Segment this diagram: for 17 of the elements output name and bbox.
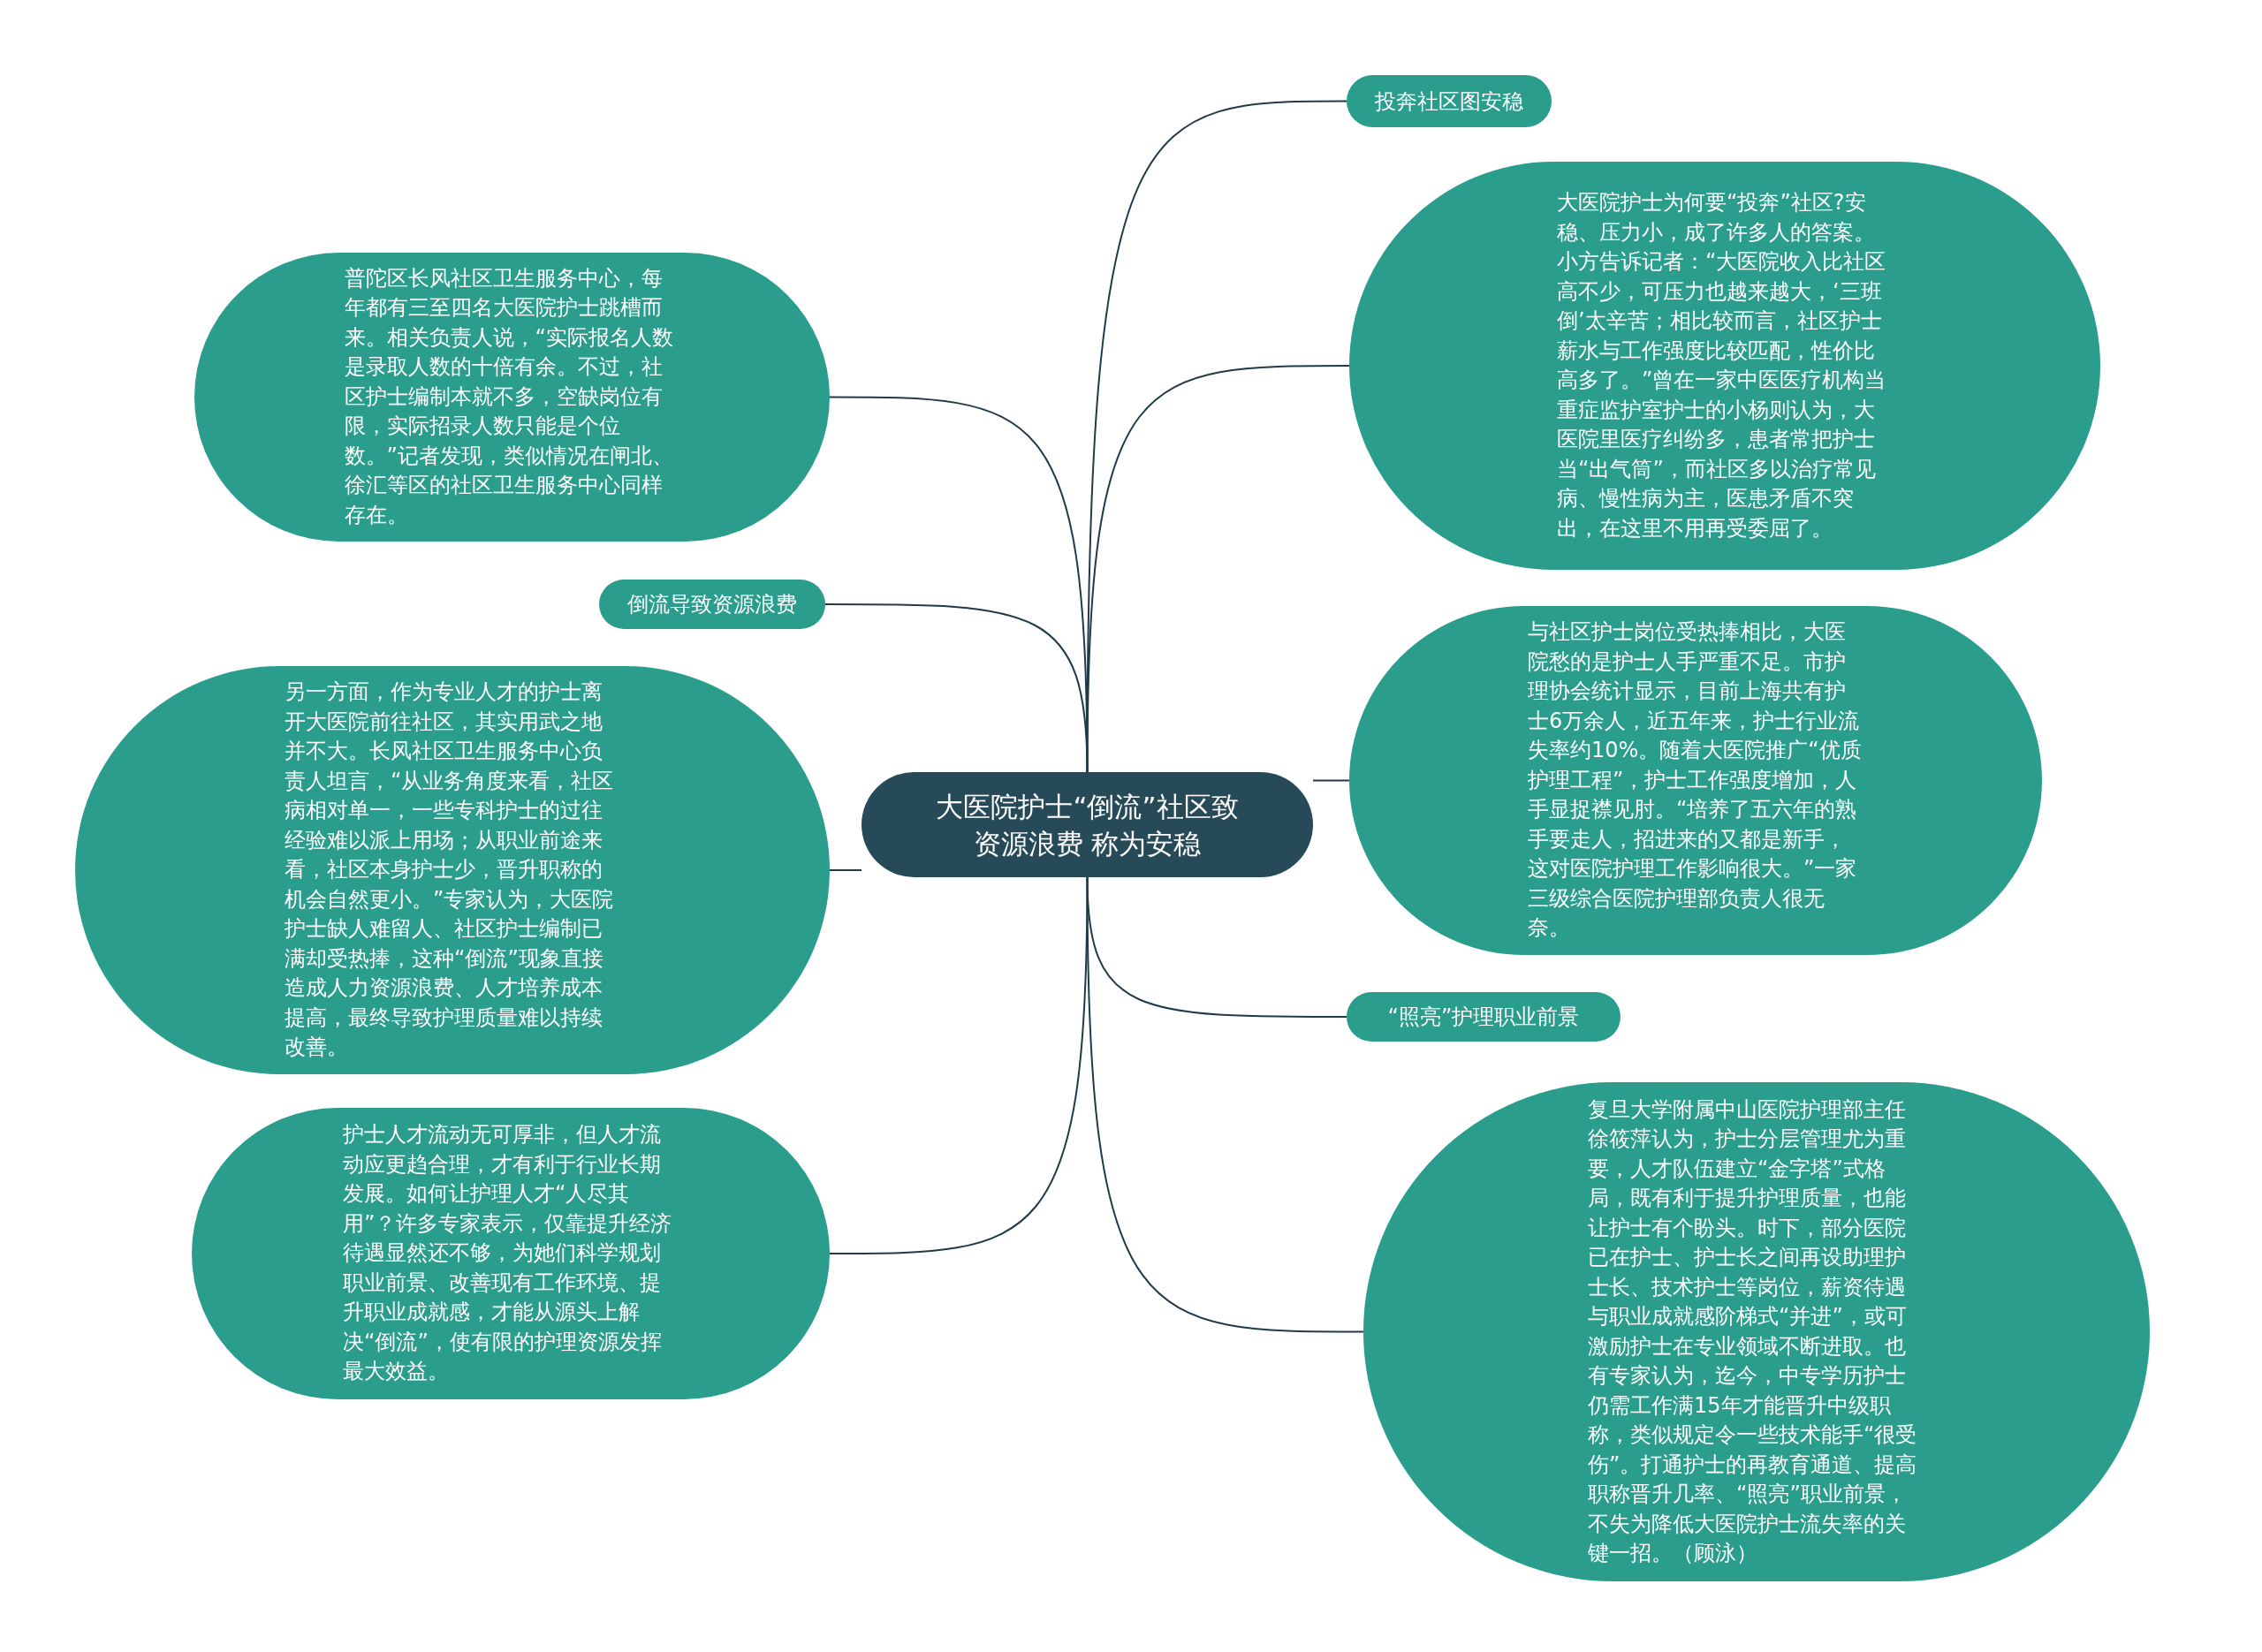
topic-text: 护士人才流动无可厚非，但人才流动应更趋合理，才有利于行业长期发展。如何让护理人才“人尽其用”？许多专家表示，仅靠提升经济待遇显然还不够，为她们科学规划职业前景、改善现有工作环境、提升职业成就感，才能从源头上解决“倒流”，使有限的护理资源发挥最大效益。 xyxy=(343,1121,673,1386)
topic-text: 投奔社区图安稳 xyxy=(1375,87,1523,115)
connector-line xyxy=(1312,779,1350,782)
connector-line xyxy=(1086,876,1364,1333)
topic-text: 倒流导致资源浪费 xyxy=(627,591,797,618)
subtopic-bubble xyxy=(1347,992,1621,1042)
topic-text: “照亮”护理职业前景 xyxy=(1387,1004,1580,1030)
topic-text: 另一方面，作为专业人才的护士离开大医院前往社区，其实用武之地并不大。长风社区卫生服务中心负责人坦言，“从业务角度来看，社区病相对单一，一些专科护士的过往经验难以派上用场；从职业前途来看，社区本身护士少，晋升职称的机会自然更小。”专家认为，大医院护士缺人难留人、社区护士编制已满却受热捧，这种“倒流”现象直接造成人力资源浪费、人才培养成本提高，最终导致护理质量难以持续改善。 xyxy=(285,678,615,1062)
subtopic-bubble xyxy=(599,580,825,629)
topic-text: 与社区护士岗位受热捧相比，大医院愁的是护士人手严重不足。市护理协会统计显示，目前上海共有护士6万余人，近五年来，护士行业流失率约10%。随着大医院推广“优质护理工程”，护士工作强度增加，人手显捉襟见肘。“培养了五六年的熟手要走人，招进来的又都是新手，这对医院护理工作影响很大。”一家三级综合医院护理部负责人很无奈。 xyxy=(1528,618,1863,943)
topic-text: 普陀区长风社区卫生服务中心，每年都有三至四名大医院护士跳槽而来。相关负责人说，“实际报名人数是录取人数的十倍有余。不过，社区护士编制本就不多，空缺岗位有限，实际招录人数只能是个位数。”记者发现，类似情况在闸北、徐汇等区的社区卫生服务中心同样存在。 xyxy=(344,264,674,529)
connector-line xyxy=(829,869,862,871)
connector-line xyxy=(829,876,1089,1254)
topic-title: 大医院护士“倒流”社区致资源浪费 称为安稳 xyxy=(935,789,1240,861)
topic-text: 大医院护士为何要“投奔”社区?安稳、压力小，成了许多人的答案。小方告诉记者：“大医院收入比社区高不少，可压力也越来越大，‘三班倒’太辛苦；相比较而言，社区护士薪水与工作强度比较匹配，性价比高多了。”曾在一家中医医疗机构当重症监护室护士的小杨则认为，大医院里医疗纠纷多，患者常把护士当“出气筒”，而社区多以治疗常见病、慢性病为主，医患矛盾不突出，在这里不用再受委屈了。 xyxy=(1557,189,1887,542)
connector-line xyxy=(824,603,1089,773)
topic-text: 复旦大学附属中山医院护理部主任徐筱萍认为，护士分层管理尤为重要，人才队伍建立“金字塔”式格局，既有利于提升护理质量，也能让护士有个盼头。时下，部分医院已在护士、护士长之间再设助理护士长、技术护士等岗位，薪资待遇与职业成就感阶梯式“并进”，或可激励护士在专业领域不断进取。也有专家认为，迄今，中专学历护士仍需工作满15年才能晋升中级职称，类似规定令一些技术能手“很受伤”。打通护士的再教育通道、提高职称晋升几率、“照亮”职业前景，不失为降低大医院护士流失率的关键一招。（顾泳） xyxy=(1588,1095,1918,1567)
